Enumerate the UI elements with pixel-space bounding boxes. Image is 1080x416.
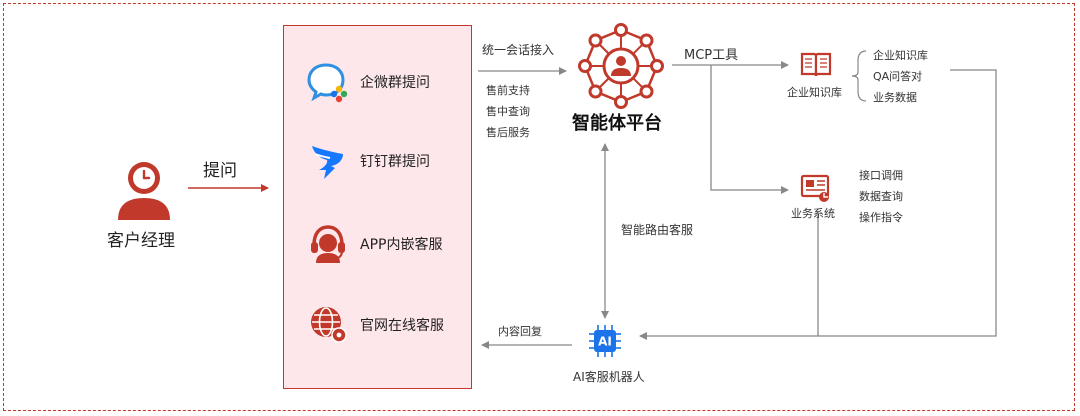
platform-label: 智能体平台 xyxy=(572,113,662,134)
channel-label: 官网在线客服 xyxy=(360,318,444,334)
kb-item: 企业知识库 xyxy=(873,49,928,62)
channel-app: APP内嵌客服 xyxy=(306,221,471,265)
channel-panel: 企微群提问 钉钉群提问 APP内嵌客服 xyxy=(283,25,472,389)
channel-label: 钉钉群提问 xyxy=(360,154,430,170)
business-item: 操作指令 xyxy=(859,211,903,224)
monitor-chart-icon xyxy=(800,173,832,203)
channel-wecom: 企微群提问 xyxy=(306,59,471,103)
diagram-frame xyxy=(3,3,1075,411)
business-item: 接口调佣 xyxy=(859,169,903,182)
access-item: 售前支持 xyxy=(486,84,530,97)
access-item: 售后服务 xyxy=(486,126,530,139)
kb-item: QA问答对 xyxy=(873,70,923,83)
ask-label: 提问 xyxy=(203,161,237,181)
kb-label: 企业知识库 xyxy=(787,86,842,99)
headset-agent-icon xyxy=(306,221,350,265)
ai-chip-text: AI xyxy=(598,335,612,349)
business-system-label: 业务系统 xyxy=(791,207,835,220)
business-item: 数据查询 xyxy=(859,190,903,203)
reply-label: 内容回复 xyxy=(498,325,542,338)
channel-dingtalk: 钉钉群提问 xyxy=(306,138,471,182)
mcp-label: MCP工具 xyxy=(684,48,739,63)
book-icon xyxy=(800,51,832,79)
user-clock-icon xyxy=(114,160,174,222)
dingtalk-icon xyxy=(306,138,350,182)
routing-label: 智能路由客服 xyxy=(621,223,694,237)
kb-bracket xyxy=(851,50,867,102)
channel-website: 官网在线客服 xyxy=(306,302,471,346)
customer-label: 客户经理 xyxy=(107,231,175,251)
globe-web-icon xyxy=(306,302,350,346)
wecom-icon xyxy=(306,59,350,103)
ai-chip-icon: AI xyxy=(587,323,623,359)
agent-network-icon xyxy=(577,22,665,110)
access-item: 售中查询 xyxy=(486,105,530,118)
channel-label: 企微群提问 xyxy=(360,75,430,91)
kb-item: 业务数据 xyxy=(873,91,917,104)
unified-access-label: 统一会话接入 xyxy=(482,43,555,57)
business-branch-arrow xyxy=(710,65,789,194)
bot-label: AI客服机器人 xyxy=(573,370,645,384)
channel-label: APP内嵌客服 xyxy=(360,237,443,253)
